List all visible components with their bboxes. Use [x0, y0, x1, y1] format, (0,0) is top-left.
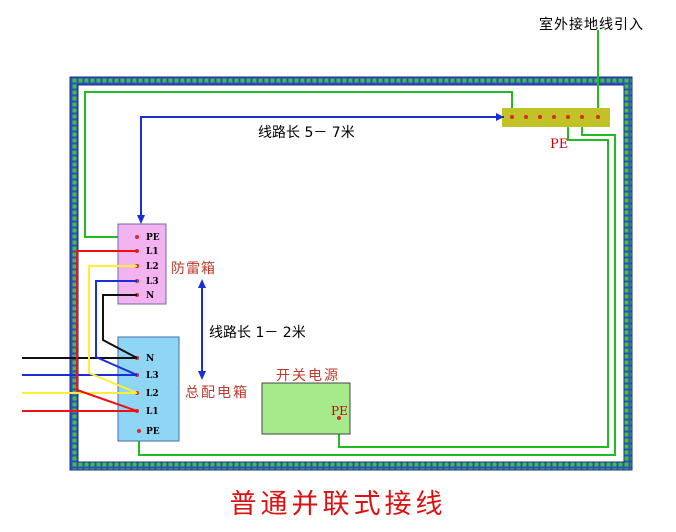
ground-bar-to-lightning-box-wire — [84, 91, 513, 238]
lightning-box-terminal-l3: L3 — [146, 277, 159, 287]
length-arrows — [137, 113, 504, 380]
l3-parallel-wire — [95, 280, 138, 376]
lightning-box-terminal-pe: PE — [146, 233, 160, 243]
line-length-mid-label: 线路长 1－ 2米 — [209, 325, 306, 341]
distribution-box-terminal-n: N — [146, 354, 154, 364]
diagram-title: 普通并联式接线 — [229, 489, 447, 520]
distribution-box-terminal-l1: L1 — [146, 407, 159, 417]
incoming-wires — [22, 357, 137, 412]
l1-parallel-wire — [76, 250, 138, 412]
distribution-box-label: 总配电箱 — [185, 385, 249, 401]
distribution-box-terminal-l2: L2 — [146, 389, 159, 399]
n-parallel-wire — [102, 294, 138, 359]
external-ground-label: 室外接地线引入 — [539, 17, 644, 33]
power-supply-pe-label: PE — [331, 404, 348, 418]
line-length-top-label: 线路长 5－ 7米 — [258, 125, 355, 141]
length-arrow-top — [140, 116, 504, 218]
lightning-box-terminal-l2: L2 — [146, 262, 159, 272]
ground-bar — [502, 108, 610, 127]
ground-bar-to-power-supply-wire — [338, 117, 609, 448]
l2-parallel-wire — [88, 265, 138, 394]
lightning-box: PE L1 L2 L3 N — [117, 223, 167, 305]
ground-bar-pe-label: PE — [550, 137, 569, 152]
lightning-box-terminal-l1: L1 — [146, 247, 159, 257]
power-supply-label: 开关电源 — [276, 368, 340, 384]
ground-wires — [84, 30, 616, 456]
distribution-box-terminal-pe: PE — [146, 427, 160, 437]
parallel-wires — [76, 250, 138, 412]
lightning-box-terminal-n: N — [146, 291, 154, 301]
ground-bar-to-distribution-box-wire — [138, 117, 616, 456]
power-supply-box — [261, 382, 351, 435]
distribution-box-terminal-l3: L3 — [146, 371, 159, 381]
lightning-box-label: 防雷箱 — [171, 261, 216, 277]
